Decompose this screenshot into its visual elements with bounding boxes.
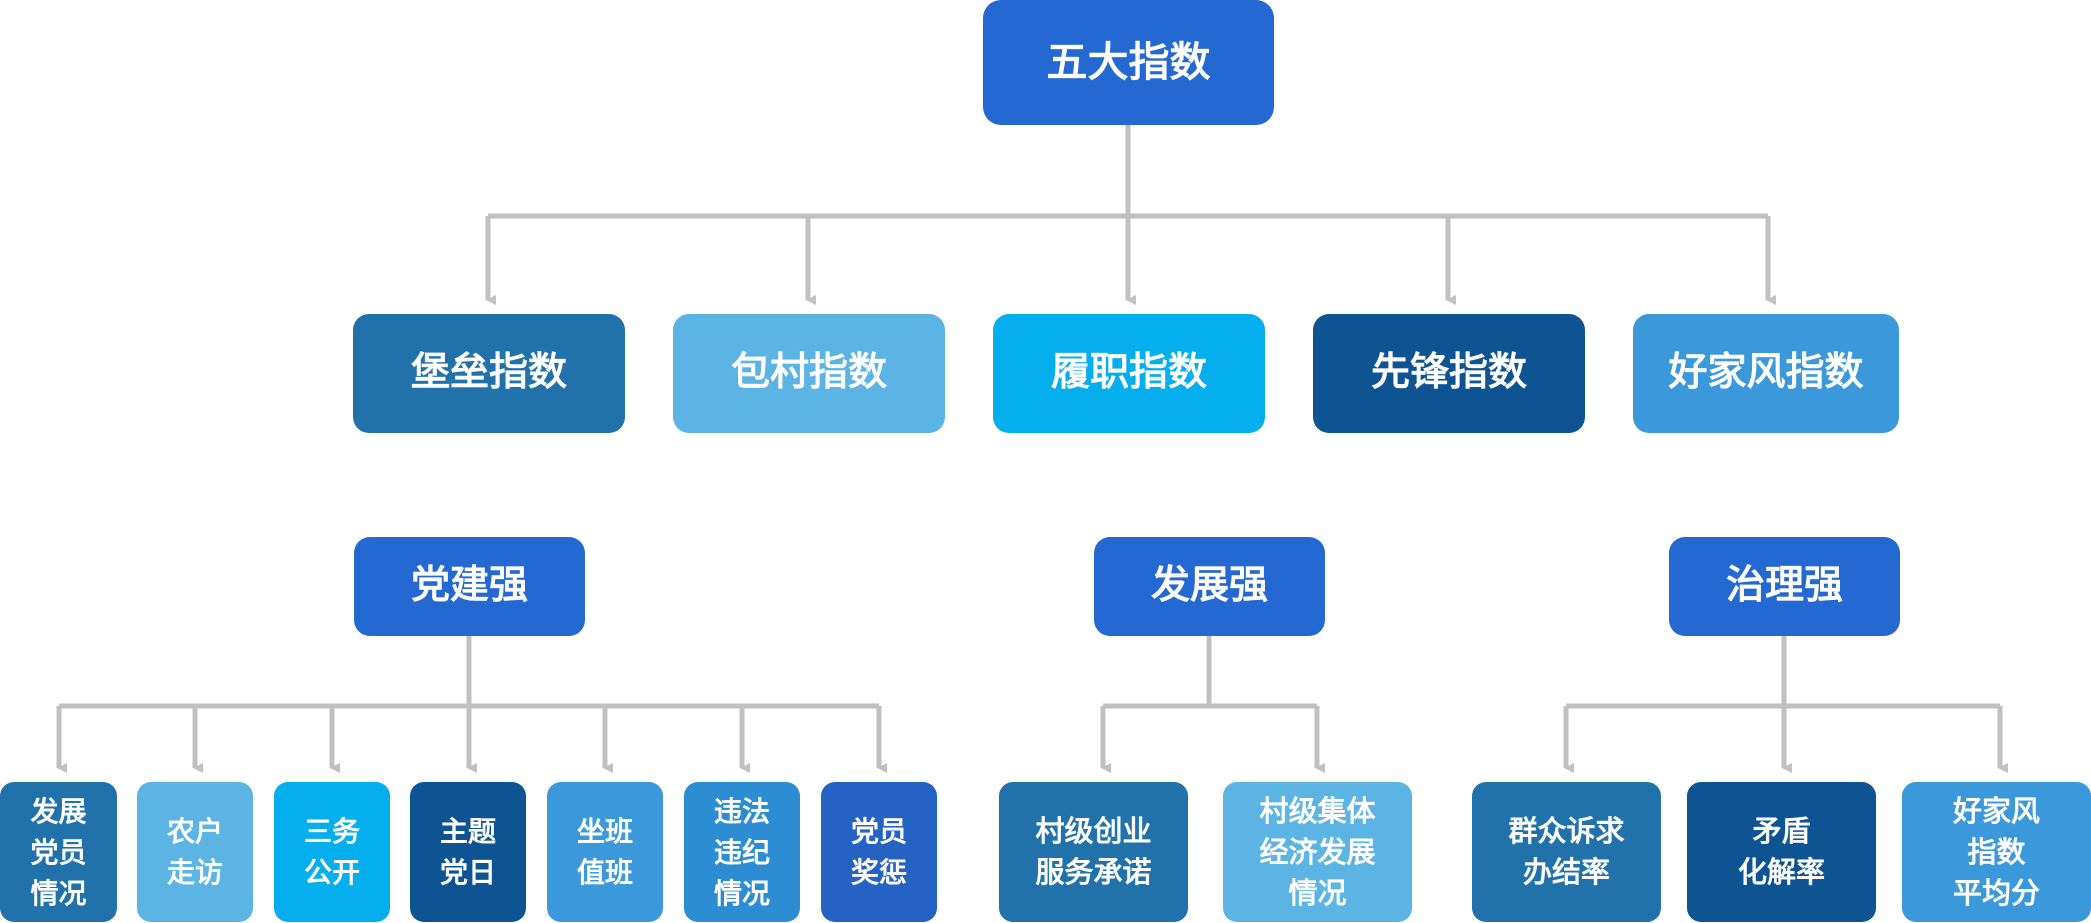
item-node-haojiafeng-pingjunfen: 好家风 指数 平均分 xyxy=(1902,782,2091,922)
category-label: 发展强 xyxy=(1150,563,1268,609)
item-label: 村级集体 经济发展 情况 xyxy=(1259,793,1376,910)
item-label: 坐班 值班 xyxy=(576,815,633,889)
item-node-zuoban-zhiban: 坐班 值班 xyxy=(547,782,663,922)
item-label: 群众诉求 办结率 xyxy=(1508,814,1625,889)
index-label: 先锋指数 xyxy=(1370,350,1527,396)
index-node-baolei: 堡垒指数 xyxy=(353,314,625,433)
item-label: 矛盾 化解率 xyxy=(1737,814,1825,889)
index-label: 堡垒指数 xyxy=(410,350,567,396)
item-node-cunji-jiti-jingji: 村级集体 经济发展 情况 xyxy=(1223,782,1412,922)
category-label: 党建强 xyxy=(410,563,528,609)
category-label: 治理强 xyxy=(1725,563,1843,609)
index-label: 好家风指数 xyxy=(1668,350,1864,396)
item-label: 发展 党员 情况 xyxy=(30,794,87,910)
item-node-qunzhong-suqiu: 群众诉求 办结率 xyxy=(1472,782,1661,922)
item-node-maodun-huajie: 矛盾 化解率 xyxy=(1687,782,1876,922)
index-node-xianfeng: 先锋指数 xyxy=(1313,314,1585,433)
item-node-fazhan-dangyuan: 发展 党员 情况 xyxy=(0,782,117,922)
root-label: 五大指数 xyxy=(1046,37,1211,86)
index-node-lvzhi: 履职指数 xyxy=(993,314,1265,433)
item-node-cunji-chuangye: 村级创业 服务承诺 xyxy=(999,782,1188,922)
item-node-weifa-weiji: 违法 违纪 情况 xyxy=(684,782,800,922)
item-node-dangyuan-jiangcheng: 党员 奖惩 xyxy=(821,782,937,922)
item-label: 违法 违纪 情况 xyxy=(713,794,770,910)
item-node-nonghu-zoufang: 农户 走访 xyxy=(137,782,253,922)
index-node-haojiafeng: 好家风指数 xyxy=(1633,314,1899,433)
root-node-wudazhishu: 五大指数 xyxy=(983,0,1274,125)
category-node-zhiliqiang: 治理强 xyxy=(1669,537,1900,636)
item-node-zhuti-dangri: 主题 党日 xyxy=(410,782,526,922)
index-label: 包村指数 xyxy=(730,350,887,396)
item-label: 党员 奖惩 xyxy=(850,815,907,889)
category-node-dangjianqiang: 党建强 xyxy=(354,537,585,636)
index-label: 履职指数 xyxy=(1050,350,1207,396)
item-label: 主题 党日 xyxy=(439,815,496,889)
item-label: 好家风 指数 平均分 xyxy=(1952,793,2040,910)
item-label: 村级创业 服务承诺 xyxy=(1035,814,1152,889)
index-node-baocun: 包村指数 xyxy=(673,314,945,433)
item-label: 三务 公开 xyxy=(303,815,360,889)
item-node-sanwu-gongkai: 三务 公开 xyxy=(274,782,390,922)
category-node-fazhanqiang: 发展强 xyxy=(1094,537,1325,636)
item-label: 农户 走访 xyxy=(166,815,223,889)
